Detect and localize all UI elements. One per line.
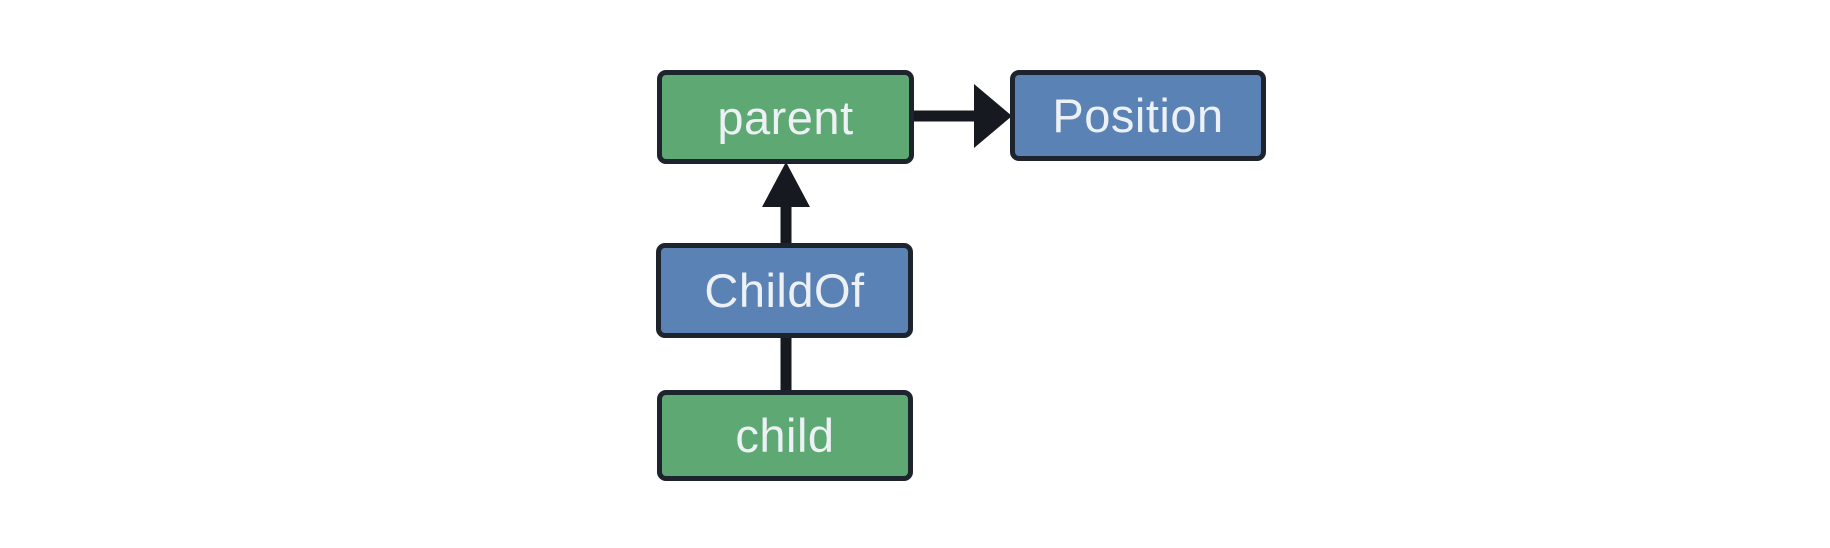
edge-parent-to-position-arrow <box>914 84 1012 148</box>
node-parent-label: parent <box>717 90 854 144</box>
node-position: Position <box>1010 70 1266 161</box>
node-position-label: Position <box>1052 89 1224 142</box>
node-child-label: child <box>735 409 835 462</box>
node-childof-label: ChildOf <box>704 264 865 317</box>
node-parent: parent <box>657 70 914 164</box>
edge-childof-to-parent-arrow <box>762 162 810 245</box>
node-childof: ChildOf <box>656 243 913 338</box>
node-child: child <box>657 390 913 481</box>
